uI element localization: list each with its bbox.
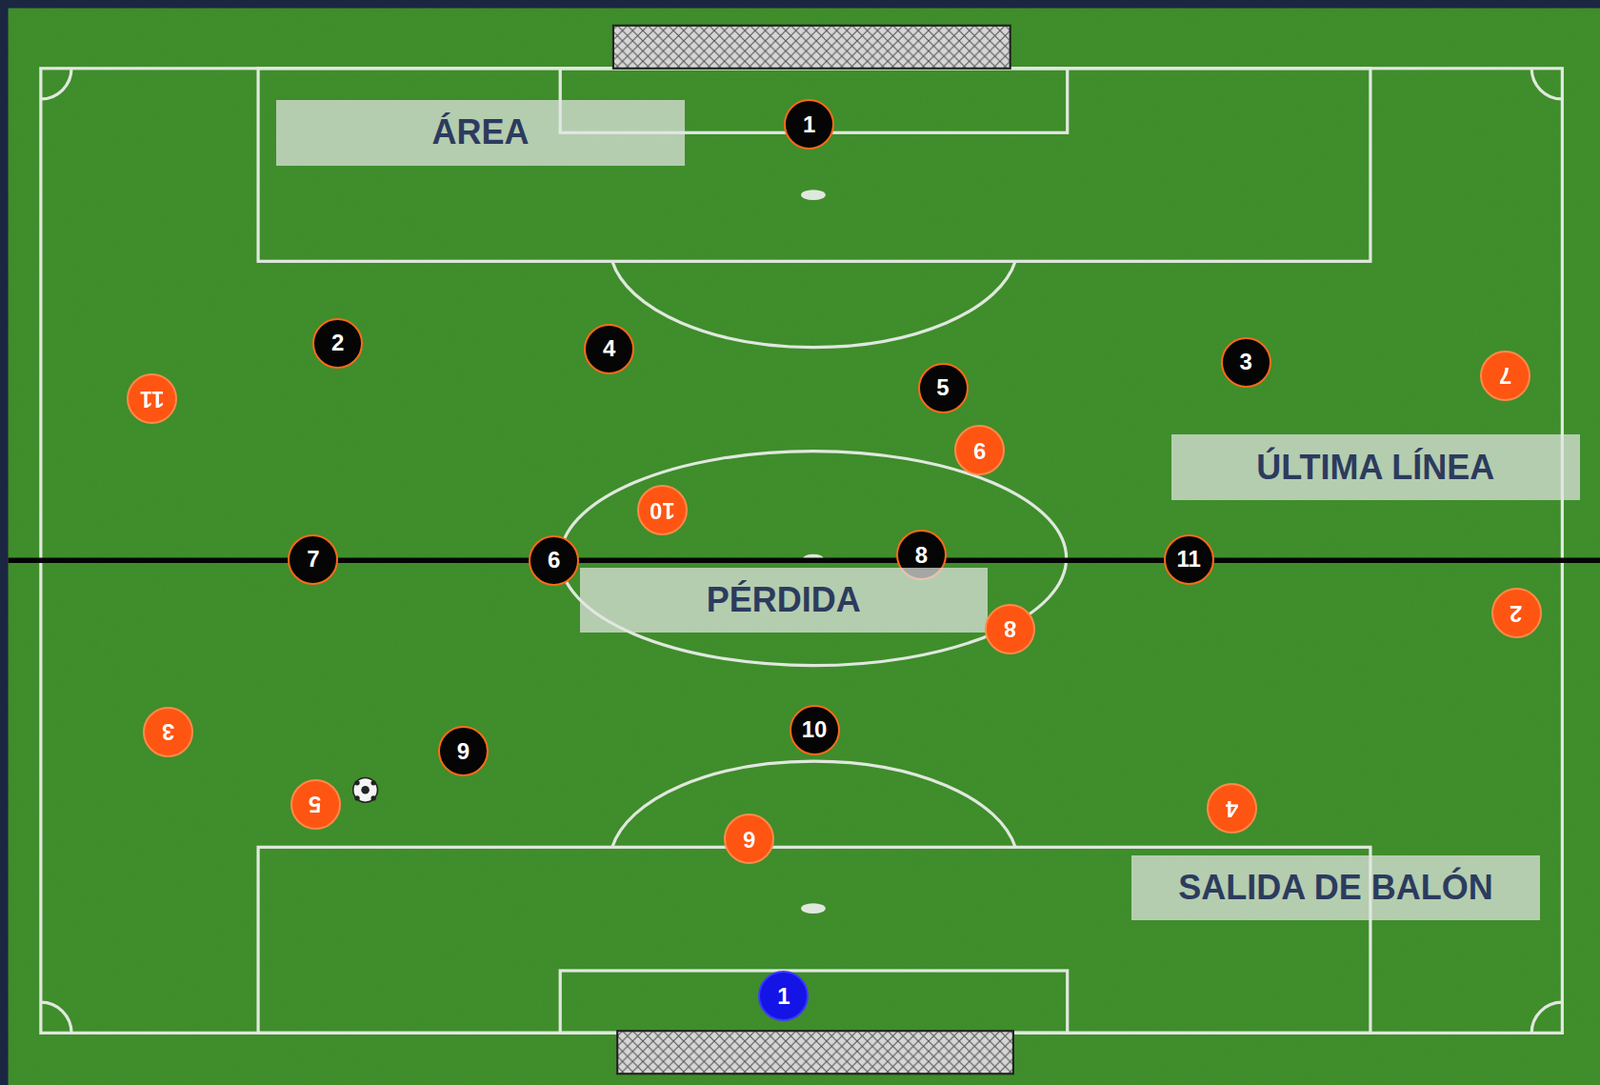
player-number: 10 — [801, 718, 828, 741]
player-number: 2 — [331, 331, 344, 355]
player-marker: 10 — [637, 484, 688, 536]
zone-label: PÉRDIDA — [580, 567, 989, 634]
goal — [617, 1030, 1014, 1074]
player-number: 5 — [936, 376, 949, 400]
zone-label: ÁREA — [276, 100, 685, 166]
grass — [8, 8, 1600, 1085]
player-marker: 1 — [783, 99, 835, 150]
player-number: 10 — [649, 499, 676, 522]
player-marker: 5 — [918, 362, 969, 414]
player-marker: 5 — [290, 779, 341, 830]
player-number: 6 — [742, 827, 756, 851]
penalty-spot — [800, 189, 826, 200]
player-number: 11 — [140, 387, 164, 411]
player-marker: 9 — [438, 725, 489, 777]
player-marker: 7 — [287, 534, 339, 585]
player-number: 9 — [973, 439, 986, 462]
player-number: 5 — [308, 792, 321, 816]
player-number: 4 — [1225, 797, 1239, 820]
goal — [613, 25, 1011, 69]
player-marker: 3 — [1220, 337, 1272, 388]
player-marker: 6 — [528, 535, 580, 586]
player-number: 3 — [161, 720, 175, 743]
player-marker: 6 — [723, 813, 775, 864]
grass-texture — [8, 8, 1600, 1085]
zone-name: SALIDA DE BALÓN — [1178, 868, 1494, 907]
zone-name: ÁREA — [432, 113, 530, 152]
player-marker: 8 — [984, 603, 1036, 655]
player-marker: 11 — [1163, 534, 1215, 585]
player-number: 1 — [777, 984, 790, 1008]
pitch-lines — [40, 68, 1563, 1034]
loss-line — [8, 558, 1600, 563]
ball — [353, 777, 379, 802]
player-number: 2 — [1509, 601, 1522, 625]
player-marker: 1 — [758, 970, 809, 1021]
player-number: 7 — [1499, 363, 1512, 387]
player-marker: 7 — [1480, 350, 1531, 401]
player-number: 4 — [602, 337, 616, 360]
player-marker: 3 — [142, 706, 194, 758]
player-number: 3 — [1240, 350, 1253, 374]
player-number: 11 — [1177, 547, 1201, 571]
penalty-spot — [800, 902, 826, 914]
player-number: 7 — [306, 547, 320, 571]
player-number: 8 — [1003, 617, 1017, 640]
player-number: 9 — [457, 740, 470, 763]
zone-name: ÚLTIMA LÍNEA — [1256, 448, 1495, 487]
player-marker: 2 — [312, 318, 363, 369]
player-marker: 9 — [954, 424, 1005, 476]
player-marker: 4 — [583, 323, 635, 375]
zone-label: ÚLTIMA LÍNEA — [1171, 434, 1580, 500]
zone-label: SALIDA DE BALÓN — [1131, 855, 1540, 921]
player-number: 8 — [915, 543, 928, 567]
player-marker: 10 — [789, 704, 840, 756]
player-marker: 2 — [1491, 587, 1542, 639]
player-marker: 11 — [126, 373, 178, 424]
player-number: 1 — [802, 113, 816, 137]
zone-name: PÉRDIDA — [706, 580, 861, 620]
player-marker: 4 — [1206, 782, 1258, 834]
player-number: 6 — [547, 548, 560, 572]
